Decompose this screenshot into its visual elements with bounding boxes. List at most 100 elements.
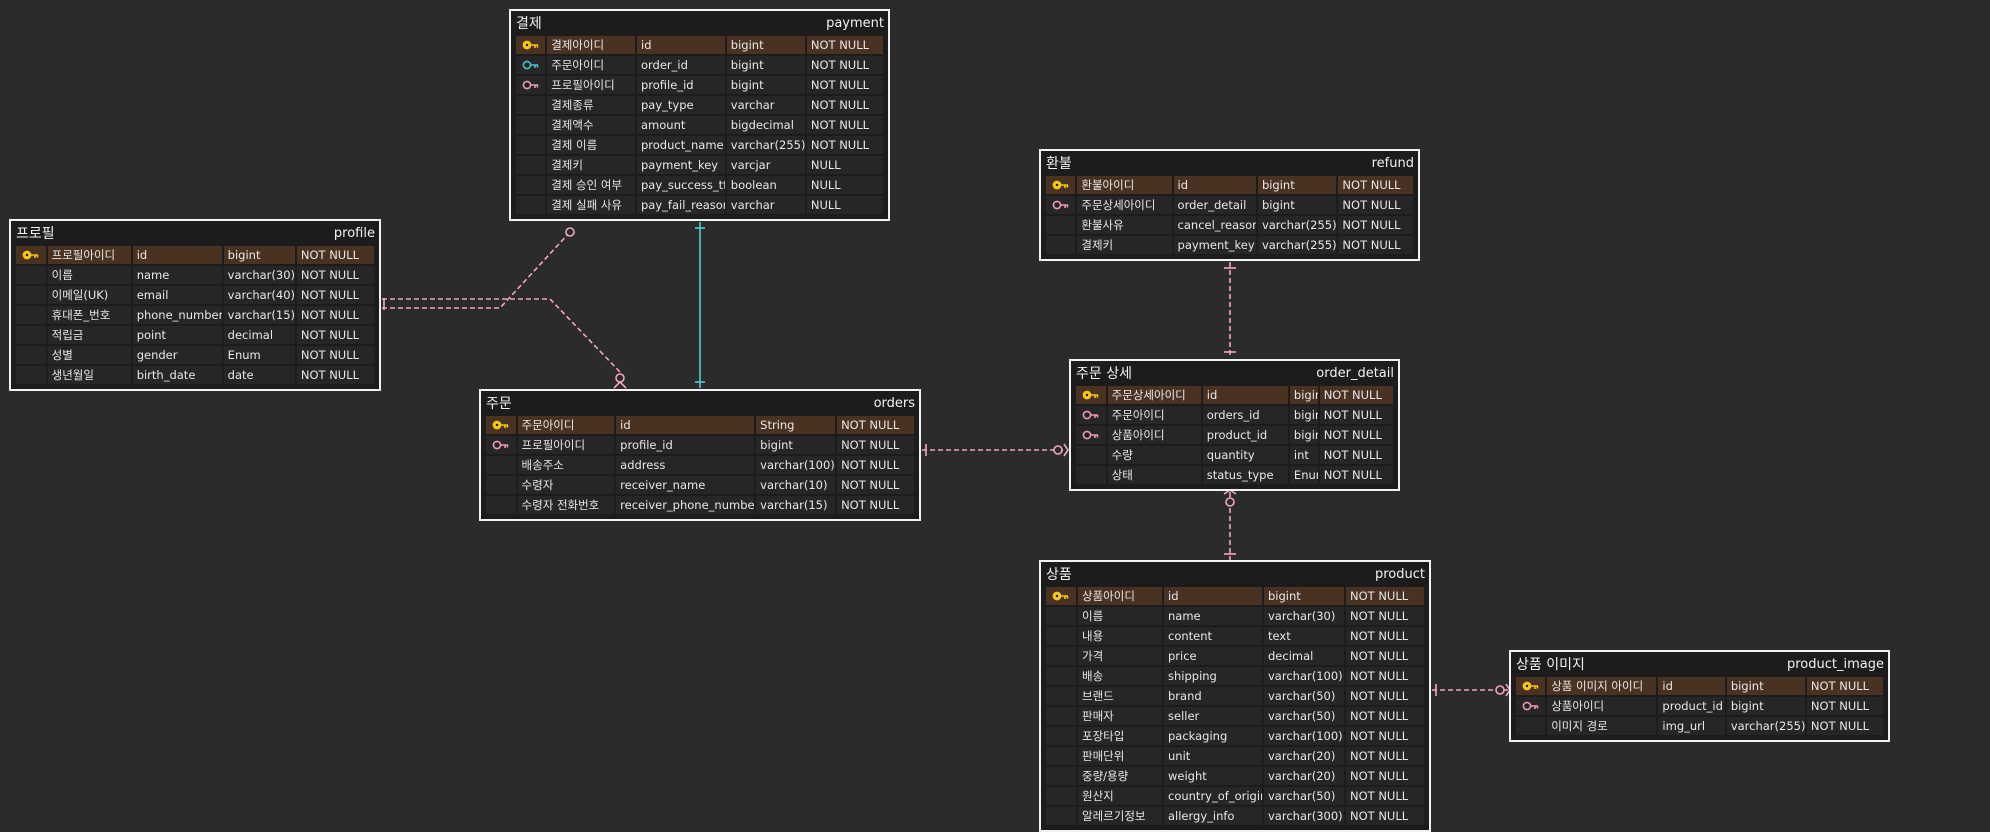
column-logical-name: 수령자 전화번호: [517, 496, 615, 514]
column-logical-name: 결제키: [1077, 236, 1172, 254]
column-physical-name: weight: [1164, 767, 1262, 785]
entity-physical-name: orders: [873, 395, 915, 411]
column-type: decimal: [1264, 647, 1344, 665]
column-physical-name: id: [1173, 176, 1256, 194]
column-logical-name: 주문아이디: [547, 56, 635, 74]
column-type: bigint: [1264, 587, 1344, 605]
key-cell: [16, 266, 46, 284]
column-physical-name: pay_success_tf: [637, 176, 725, 194]
cardinality-zero-mark: [1495, 685, 1505, 695]
key-cell: [1076, 446, 1106, 464]
column-logical-name: 주문아이디: [1107, 406, 1201, 424]
entity-physical-name: payment: [826, 15, 884, 31]
column-physical-name: quantity: [1202, 446, 1288, 464]
key-cell: [16, 326, 46, 344]
key-cell: [1046, 647, 1076, 665]
column-type: varchar(100): [1264, 727, 1344, 745]
cardinality-many-mark: [1063, 443, 1069, 457]
column-physical-name: receiver_phone_number: [616, 496, 755, 514]
column-logical-name: 판매단위: [1078, 747, 1162, 765]
column-logical-name: 결제 승인 여부: [547, 176, 635, 194]
key-cell: [16, 346, 46, 364]
column-nullability: NULL: [806, 176, 883, 194]
column-physical-name: img_url: [1658, 717, 1725, 735]
column-nullability: NOT NULL: [806, 36, 883, 54]
column-nullability: NOT NULL: [837, 456, 914, 474]
column-physical-name: receiver_name: [616, 476, 755, 494]
entity-order_detail[interactable]: 주문 상세 order_detail 주문상세아이디idbigintNOT NU…: [1069, 359, 1400, 491]
column-physical-name: country_of_origin: [1164, 787, 1262, 805]
column-row[interactable]: 주문상세아이디idbigintNOT NULL: [1075, 385, 1394, 405]
relation-profile-orders[interactable]: [382, 298, 621, 373]
column-physical-name: id: [637, 36, 725, 54]
column-nullability: NOT NULL: [806, 136, 883, 154]
column-nullability: NOT NULL: [1346, 727, 1424, 745]
key-cell: [16, 366, 46, 384]
primary-key-icon: [16, 246, 46, 264]
column-physical-name: product_id: [1658, 697, 1725, 715]
column-nullability: NOT NULL: [296, 346, 374, 364]
column-nullability: NOT NULL: [1338, 236, 1413, 254]
column-nullability: NOT NULL: [1319, 426, 1393, 444]
column-type: bigdecimal: [726, 116, 805, 134]
column-physical-name: content: [1164, 627, 1262, 645]
column-nullability: NOT NULL: [1346, 787, 1424, 805]
column-logical-name: 결제 실패 사유: [547, 196, 635, 214]
key-cell: [486, 456, 516, 474]
column-type: varchar(10): [756, 476, 836, 494]
relation-profile-payment[interactable]: [382, 231, 571, 309]
